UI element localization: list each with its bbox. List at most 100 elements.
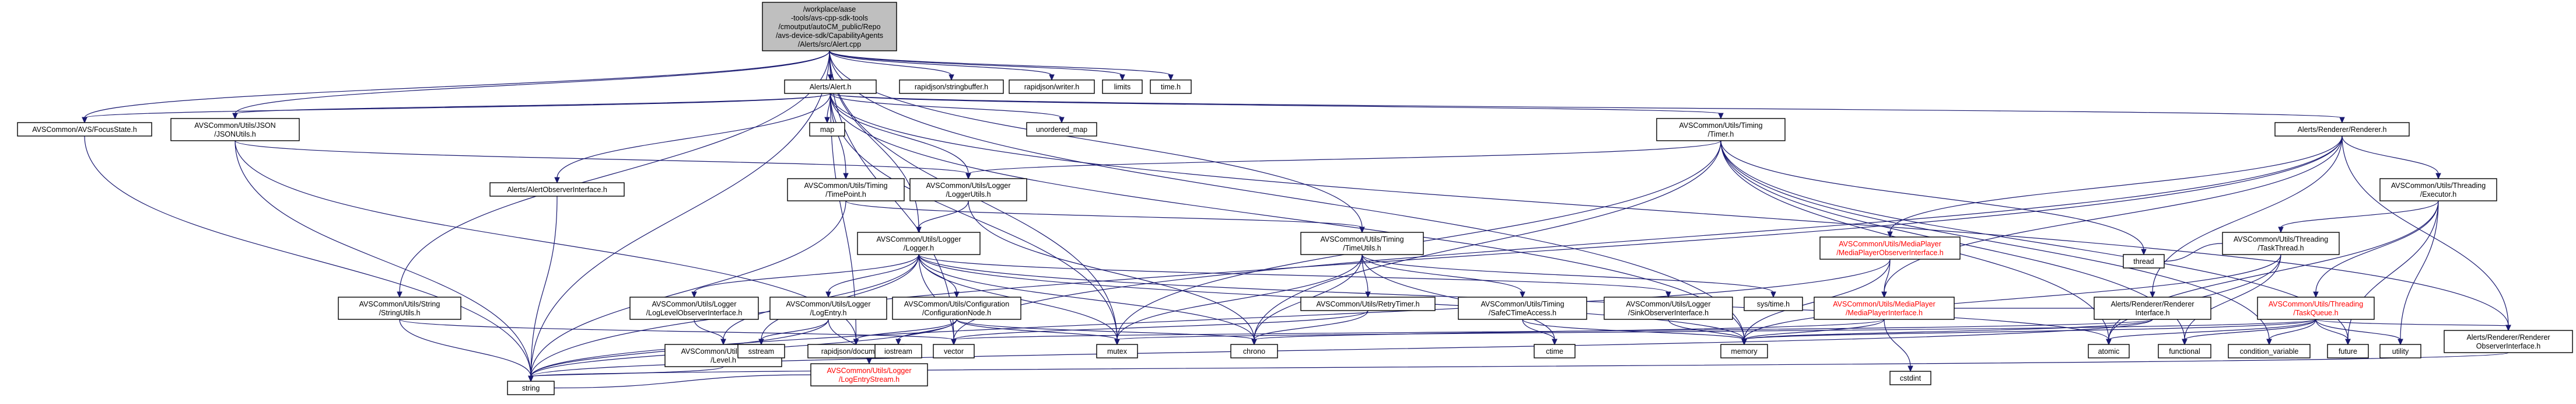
node-label: Alerts/Renderer/Renderer.h [2298, 126, 2387, 134]
node-label: AVSCommon/Utils/Timing [1320, 235, 1404, 243]
node-writer: rapidjson/writer.h [1009, 79, 1095, 94]
node-executor[interactable]: AVSCommon/Utils/Threading/Executor.h [2379, 178, 2497, 201]
node-taskqueue[interactable]: AVSCommon/Utils/Threading/TaskQueue.h [2257, 297, 2375, 320]
node-label: thread [2133, 257, 2154, 266]
node-label: /LogLevelObserverInterface.h [646, 309, 743, 317]
node-label: AVSCommon/Utils/Threading [2391, 182, 2486, 190]
node-root[interactable]: /workplace/aase-tools/avs-cpp-sdk-tools/… [762, 2, 897, 51]
node-atomic: atomic [2088, 344, 2130, 358]
node-strbuf: rapidjson/stringbuffer.h [899, 79, 1004, 94]
node-taskthread[interactable]: AVSCommon/Utils/Threading/TaskThread.h [2222, 232, 2340, 255]
node-label: AVSCommon/Utils/Timing [804, 182, 887, 190]
node-chrono: chrono [1230, 344, 1278, 358]
node-label: AVSCommon/AVS/FocusState.h [32, 126, 137, 134]
node-logger[interactable]: AVSCommon/Utils/Logger/Logger.h [857, 232, 981, 255]
edge-taskthread-to-thread [2164, 243, 2223, 262]
edge-renderer-to-mpi [1881, 135, 2343, 298]
node-alertobs[interactable]: Alerts/AlertObserverInterface.h [489, 182, 625, 197]
node-focus[interactable]: AVSCommon/AVS/FocusState.h [17, 122, 152, 137]
node-label: /SinkObserverInterface.h [1628, 309, 1709, 317]
edge-renderer-to-rendint [2150, 135, 2343, 298]
node-time_h: time.h [1150, 79, 1192, 94]
edge-mpi-to-cstdint [1884, 319, 1913, 372]
edge-mpobs-to-mpi [1881, 259, 1891, 298]
edge-alert_h-to-alertobs [554, 93, 831, 184]
node-label: /TimePoint.h [825, 190, 866, 198]
node-label: -tools/avs-cpp-sdk-tools [791, 14, 868, 22]
node-jsonutils[interactable]: AVSCommon/Utils/JSON/JSONUtils.h [170, 118, 300, 141]
node-logobs[interactable]: AVSCommon/Utils/Logger/LogLevelObserverI… [629, 297, 759, 320]
node-utility: utility [2379, 344, 2421, 358]
edge-focus-to-string [84, 135, 534, 382]
node-label: /avs-device-sdk/CapabilityAgents [776, 32, 883, 40]
node-timer[interactable]: AVSCommon/Utils/Timing/Timer.h [1656, 118, 1786, 141]
node-label: /MediaPlayerInterface.h [1846, 309, 1923, 317]
node-timeutils[interactable]: AVSCommon/Utils/Timing/TimeUtils.h [1300, 232, 1424, 255]
node-label: rapidjson/writer.h [1024, 83, 1080, 91]
node-string: string [507, 381, 555, 395]
node-label: rapidjson/stringbuffer.h [915, 83, 988, 91]
node-label: AVSCommon/Utils/Logger [926, 182, 1011, 190]
node-label: AVSCommon/Utils/Logger [827, 367, 912, 375]
node-vector: vector [933, 344, 975, 358]
node-sinkobs[interactable]: AVSCommon/Utils/Logger/SinkObserverInter… [1604, 297, 1733, 320]
edge-root-to-jsonutils [232, 50, 830, 120]
node-label: AVSCommon/Utils/Logger [877, 235, 961, 243]
edge-executor-to-utility [2398, 200, 2439, 346]
node-mutex: mutex [1096, 344, 1138, 358]
node-renderer[interactable]: Alerts/Renderer/Renderer.h [2274, 122, 2410, 137]
node-mpi[interactable]: AVSCommon/Utils/MediaPlayer/MediaPlayerI… [1814, 297, 1955, 320]
node-functional: functional [2158, 344, 2211, 358]
node-alert_h[interactable]: Alerts/Alert.h [784, 79, 877, 94]
node-label: /TimeUtils.h [1343, 244, 1381, 252]
edge-jsonutils-to-string [235, 140, 534, 382]
node-label: AVSCommon/Utils/Threading [2234, 235, 2328, 243]
node-timepoint[interactable]: AVSCommon/Utils/Timing/TimePoint.h [787, 178, 905, 201]
edge-rendint-to-vector [951, 319, 2153, 346]
node-label: Alerts/AlertObserverInterface.h [507, 186, 607, 194]
node-map: map [809, 122, 845, 137]
node-rendobs[interactable]: Alerts/Renderer/RendererObserverInterfac… [2444, 330, 2573, 353]
node-label: cstdint [1900, 374, 1922, 382]
node-label: rapidjson/document.h [821, 347, 891, 356]
node-label: atomic [2098, 347, 2120, 356]
edge-renderer-to-mpobs [1887, 135, 2343, 238]
node-logentry[interactable]: AVSCommon/Utils/Logger/LogEntry.h [769, 297, 887, 320]
edge-alert_h-to-umap [830, 93, 1065, 124]
node-label: mutex [1107, 347, 1128, 356]
edge-taskqueue-to-rendobs [2315, 319, 2511, 332]
node-mpobs[interactable]: AVSCommon/Utils/MediaPlayer/MediaPlayerO… [1819, 236, 1961, 260]
node-label: unordered_map [1036, 126, 1087, 134]
node-label: AVSCommon/Utils/RetryTimer.h [1316, 300, 1419, 308]
node-label: /LogEntry.h [810, 309, 846, 317]
edge-timeutils-to-retrytimer [1362, 254, 1371, 298]
node-confignode[interactable]: AVSCommon/Utils/Configuration/Configurat… [892, 297, 1021, 320]
node-label: future [2339, 347, 2357, 356]
node-label: vector [944, 347, 964, 356]
node-cstdint: cstdint [1889, 371, 1931, 385]
node-label: /SafeCTimeAccess.h [1489, 309, 1556, 317]
edge-timeutils-to-systime [1362, 254, 1776, 298]
node-safectime[interactable]: AVSCommon/Utils/Timing/SafeCTimeAccess.h [1458, 297, 1587, 320]
edge-taskqueue-to-utility [2315, 319, 2403, 346]
node-label: /JSONUtils.h [214, 130, 256, 138]
edge-alert_h-to-renderer [830, 93, 2345, 124]
edge-stringutils-to-string [399, 319, 534, 382]
edge-root-to-writer [829, 50, 1055, 81]
edge-taskqueue-to-future [2315, 319, 2351, 346]
edge-root-to-limits [829, 50, 1125, 81]
node-label: Alerts/Alert.h [810, 83, 852, 91]
edge-timepoint-to-timeutils [845, 200, 1365, 234]
node-memory: memory [1720, 344, 1768, 358]
node-retrytimer[interactable]: AVSCommon/Utils/RetryTimer.h [1300, 297, 1436, 311]
node-label: ObserverInterface.h [2476, 342, 2541, 350]
node-label: /LoggerUtils.h [946, 190, 991, 198]
node-logentrystream[interactable]: AVSCommon/Utils/Logger/LogEntryStream.h [810, 363, 928, 386]
node-loggerutils[interactable]: AVSCommon/Utils/Logger/LoggerUtils.h [909, 178, 1027, 201]
edge-rendobs-to-string [528, 352, 2509, 382]
edge-alert_h-to-timer [830, 93, 1724, 120]
node-label: /Logger.h [904, 244, 934, 252]
edge-root-to-timeutils [829, 50, 1365, 234]
node-stringutils[interactable]: AVSCommon/Utils/String/StringUtils.h [338, 297, 461, 320]
